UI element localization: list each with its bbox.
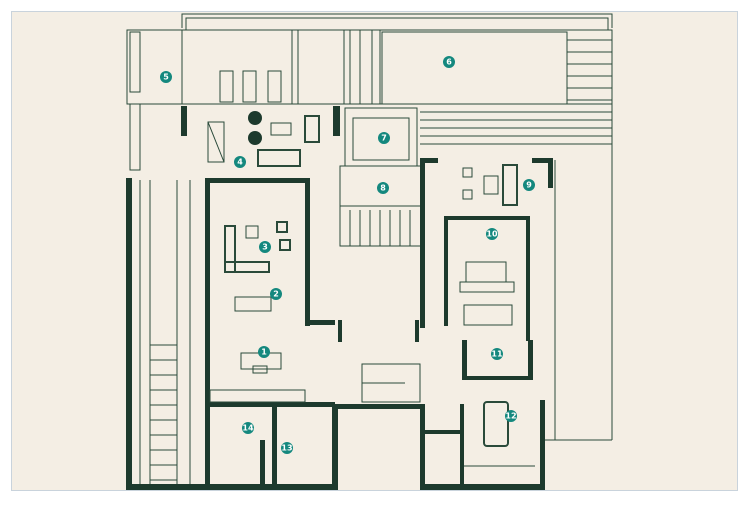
walls: [126, 158, 553, 490]
room-marker-10: 10: [486, 228, 498, 240]
bed: [459, 261, 515, 326]
room-marker-13: 13: [281, 442, 293, 454]
room-marker-6: 6: [443, 56, 455, 68]
svg-text:1: 1: [261, 348, 267, 357]
svg-text:6: 6: [446, 58, 452, 67]
svg-text:12: 12: [505, 412, 516, 421]
room-marker-11: 11: [491, 348, 503, 360]
svg-text:11: 11: [491, 350, 503, 359]
svg-text:14: 14: [242, 424, 254, 433]
room-marker-14: 14: [242, 422, 254, 434]
room-marker-1: 1: [258, 346, 270, 358]
room-marker-2: 2: [270, 288, 282, 300]
svg-text:8: 8: [380, 184, 386, 193]
main-stairs: [361, 363, 421, 403]
svg-text:5: 5: [163, 73, 169, 82]
svg-text:3: 3: [262, 243, 268, 252]
sofa: [224, 225, 270, 273]
kitchen-counter: [209, 389, 306, 403]
outdoor-dining-table: [207, 121, 225, 163]
svg-text:2: 2: [273, 290, 279, 299]
svg-text:7: 7: [381, 134, 387, 143]
outdoor-seating: [248, 111, 320, 167]
floor-plan-frame: [11, 11, 738, 491]
svg-text:10: 10: [486, 230, 498, 239]
wall: [333, 106, 340, 136]
room-marker-8: 8: [377, 182, 389, 194]
side-stairs: [149, 344, 178, 481]
bbq-counter: [129, 31, 141, 93]
room-marker-5: 5: [160, 71, 172, 83]
dining-table: [234, 296, 272, 312]
room-marker-4: 4: [234, 156, 246, 168]
svg-text:13: 13: [281, 444, 292, 453]
sun-loungers: [219, 70, 282, 103]
room-marker-3: 3: [259, 241, 271, 253]
room-marker-7: 7: [378, 132, 390, 144]
deck-stripes: [420, 39, 613, 441]
wall: [181, 106, 187, 136]
billiard-table: [464, 401, 535, 467]
svg-text:4: 4: [237, 158, 243, 167]
svg-text:9: 9: [526, 181, 532, 190]
planter: [129, 103, 141, 171]
room-marker-12: 12: [505, 410, 517, 422]
terrace-outline: [126, 13, 613, 105]
room-marker-9: 9: [523, 179, 535, 191]
armchairs: [276, 221, 291, 251]
pool-inner: [352, 117, 410, 161]
lounge-furniture: [462, 164, 518, 206]
